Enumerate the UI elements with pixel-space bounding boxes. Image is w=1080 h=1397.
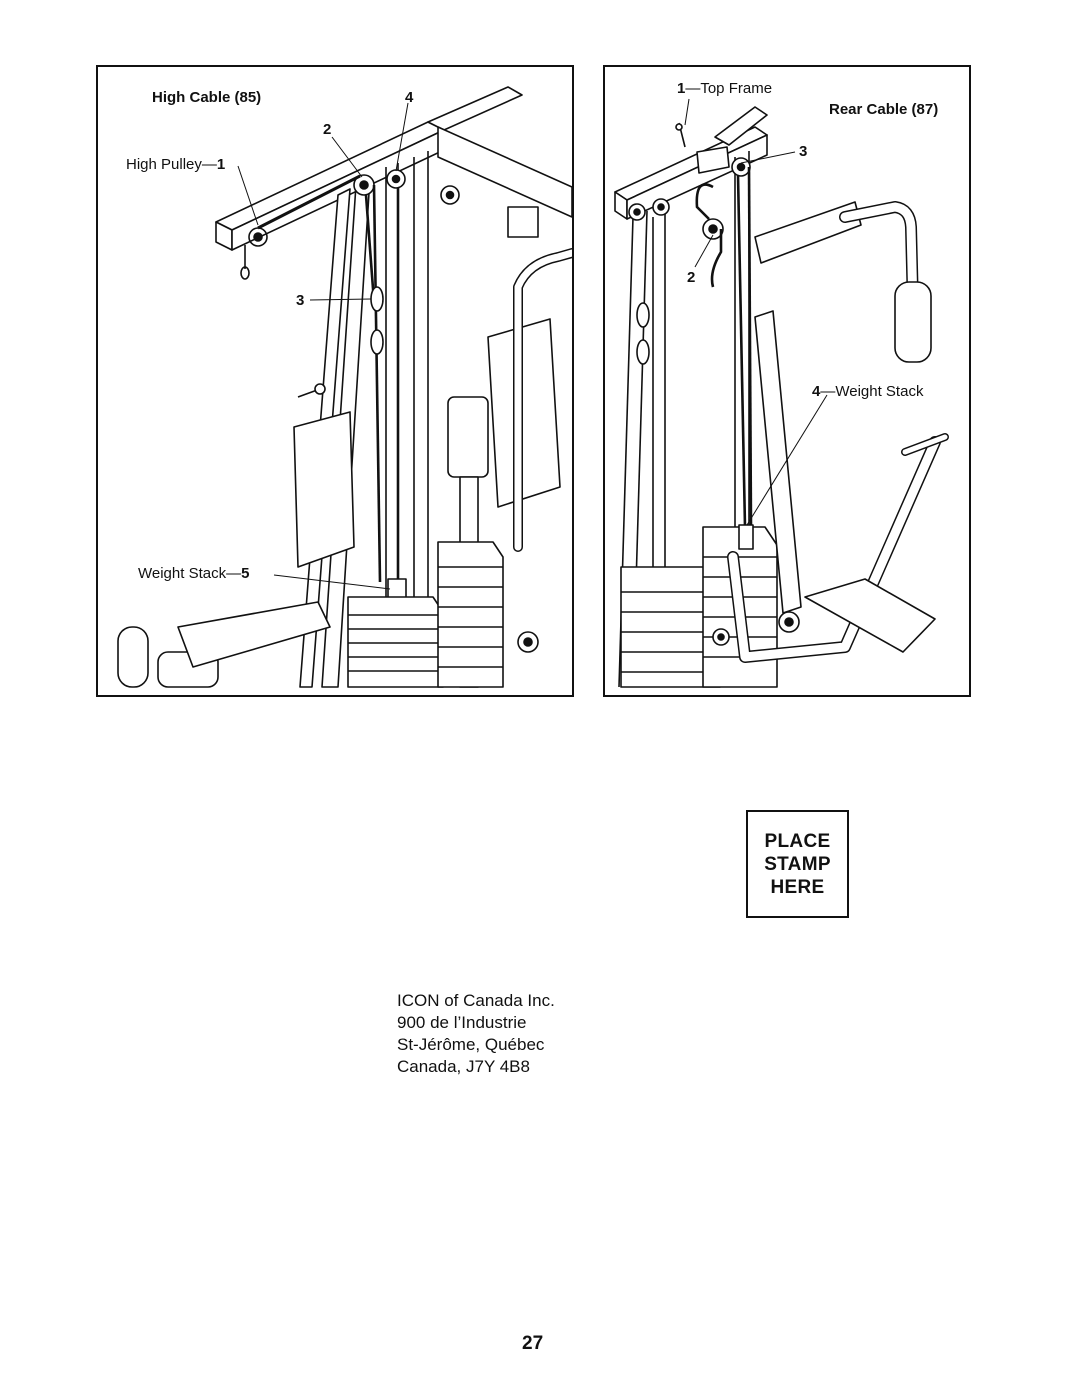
part-3-callout: 3 (296, 292, 305, 309)
top-frame-text: —Top Frame (685, 80, 773, 97)
high-pulley-label: High Pulley—1 (126, 156, 225, 174)
rear-cable-illustration (614, 98, 949, 688)
address-line-1: ICON of Canada Inc. (397, 991, 555, 1010)
high-pulley-text: High Pulley— (126, 156, 217, 173)
stamp-line-1: PLACE (764, 830, 831, 852)
weight-stack-text: Weight Stack— (138, 565, 242, 582)
weight-stack-number: 5 (241, 565, 250, 582)
top-frame-label: 1—Top Frame (677, 80, 772, 98)
address-line-3: St-Jérôme, Québec (397, 1035, 545, 1054)
weight-stack-label: Weight Stack—5 (138, 565, 249, 583)
weight-stack-number: 4 (812, 383, 821, 400)
high-pulley-number: 1 (216, 156, 226, 173)
high-cable-title: High Cable (85) (152, 89, 262, 106)
address-line-2: 900 de l’Industrie (397, 1013, 527, 1032)
high-cable-illustration (117, 86, 572, 688)
stamp-box: PLACE STAMP HERE (746, 810, 849, 918)
weight-stack-text: —Weight Stack (820, 383, 924, 400)
part-2-callout: 2 (687, 269, 696, 286)
stamp-line-2: STAMP (764, 853, 831, 875)
mailing-address: ICON of Canada Inc. 900 de l’Industrie S… (397, 990, 555, 1078)
high-cable-diagram: High Cable (85) High Pulley—1 2 4 3 Weig… (96, 65, 574, 697)
stamp-line-3: HERE (770, 876, 825, 898)
part-4-callout: 4 (405, 89, 414, 106)
address-line-4: Canada, J7Y 4B8 (397, 1057, 530, 1076)
part-3-callout: 3 (799, 143, 808, 160)
rear-cable-diagram: 1—Top Frame Rear Cable (87) 3 2 4—Weight… (603, 65, 971, 697)
part-2-callout: 2 (323, 121, 332, 138)
weight-stack-label: 4—Weight Stack (812, 383, 923, 401)
page-number: 27 (522, 1333, 544, 1354)
rear-cable-title: Rear Cable (87) (829, 101, 939, 118)
top-frame-number: 1 (677, 80, 686, 97)
